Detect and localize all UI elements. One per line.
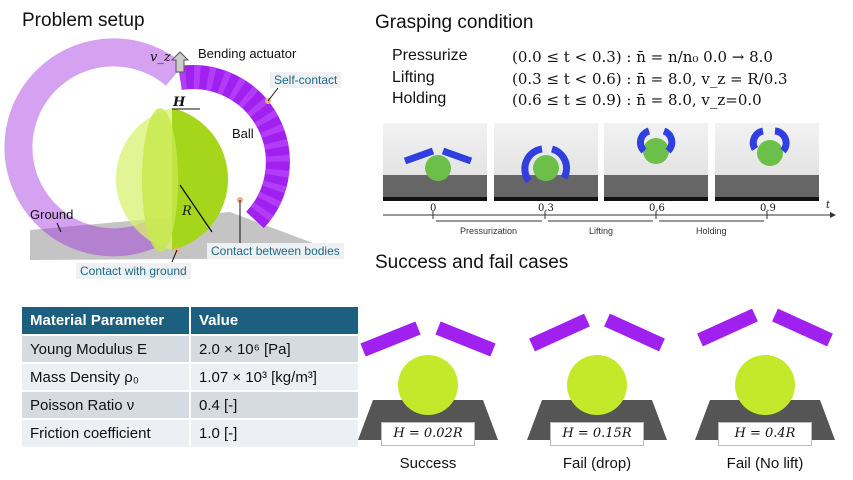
condition-label: Holding — [392, 90, 447, 107]
timeline-tick: 0.3 — [538, 203, 554, 214]
param-name: Friction coefficient — [22, 418, 190, 447]
table-header-row: Material Parameter Value — [22, 307, 358, 335]
param-value: 0.4 [-] — [189, 390, 358, 419]
cases-title: Success and fail cases — [375, 252, 569, 273]
h-value-box: H = 0.02R — [381, 422, 475, 446]
ball — [115, 108, 229, 252]
condition-label: Pressurize — [392, 47, 468, 64]
bending-actuator-label: Bending actuator — [198, 46, 297, 61]
timeline-tick: 0.6 — [649, 203, 665, 214]
phase-label: Lifting — [589, 226, 614, 236]
ground-label: Ground — [30, 207, 74, 222]
case-fail-drop: H = 0.15R — [522, 290, 672, 450]
param-name: Poisson Ratio ν — [22, 390, 190, 419]
sim-frame-t06 — [604, 123, 708, 201]
material-parameter-table: Material Parameter Value Young Modulus E… — [22, 307, 358, 447]
radius-arrow — [179, 184, 213, 233]
phase-label: Holding — [696, 226, 727, 236]
table-header: Material Parameter — [22, 307, 190, 335]
sim-frame-t0 — [383, 123, 487, 201]
vz-arrow — [170, 51, 190, 73]
case-caption: Fail (No lift) — [726, 455, 804, 472]
ghost-actuator — [4, 38, 185, 257]
param-name: Mass Density ρ₀ — [22, 362, 190, 391]
param-value: 2.0 × 10⁶ [Pa] — [189, 334, 358, 363]
case-success: H = 0.02R — [353, 290, 503, 450]
timeline-tick: 0 — [430, 203, 437, 214]
ball-label: Ball — [232, 126, 254, 141]
param-name: Young Modulus E — [22, 334, 190, 363]
case-caption: Fail (drop) — [562, 455, 632, 472]
param-value: 1.0 [-] — [189, 418, 358, 447]
bending-actuator — [178, 65, 290, 229]
sim-frame-t09 — [715, 123, 819, 201]
case-fail-no-lift: H = 0.4R — [690, 290, 840, 450]
param-value: 1.07 × 10³ [kg/m³] — [189, 362, 358, 391]
contact-between-bodies-label: Contact between bodies — [207, 243, 344, 259]
case-caption: Success — [399, 455, 457, 472]
condition-equation: (0.0 ≤ t < 0.3) : n̄ = n/n₀ 0.0 → 8.0 — [512, 48, 773, 66]
contact-with-ground-label: Contact with ground — [76, 263, 191, 279]
condition-label: Lifting — [392, 69, 435, 86]
timeline-axis-label: t — [826, 200, 831, 211]
problem-setup-title: Problem setup — [22, 10, 145, 31]
table-header: Value — [189, 307, 358, 335]
vz-label: v_z — [150, 50, 171, 65]
self-contact-label: Self-contact — [270, 72, 342, 88]
radius-label: R — [182, 204, 192, 219]
h-label: H — [173, 95, 186, 110]
timeline-tick: 0.9 — [760, 203, 776, 214]
h-value-box: H = 0.4R — [718, 422, 812, 446]
h-value-box: H = 0.15R — [550, 422, 644, 446]
timeline-axis — [383, 211, 836, 222]
condition-equation: (0.6 ≤ t ≤ 0.9) : n̄ = 8.0, v_z=0.0 — [512, 91, 762, 109]
phase-label: Pressurization — [460, 226, 518, 236]
condition-equation: (0.3 ≤ t < 0.6) : n̄ = 8.0, v_z = R/0.3 — [512, 70, 788, 88]
sim-frame-t03 — [494, 123, 598, 201]
grasping-condition-title: Grasping condition — [375, 12, 534, 33]
